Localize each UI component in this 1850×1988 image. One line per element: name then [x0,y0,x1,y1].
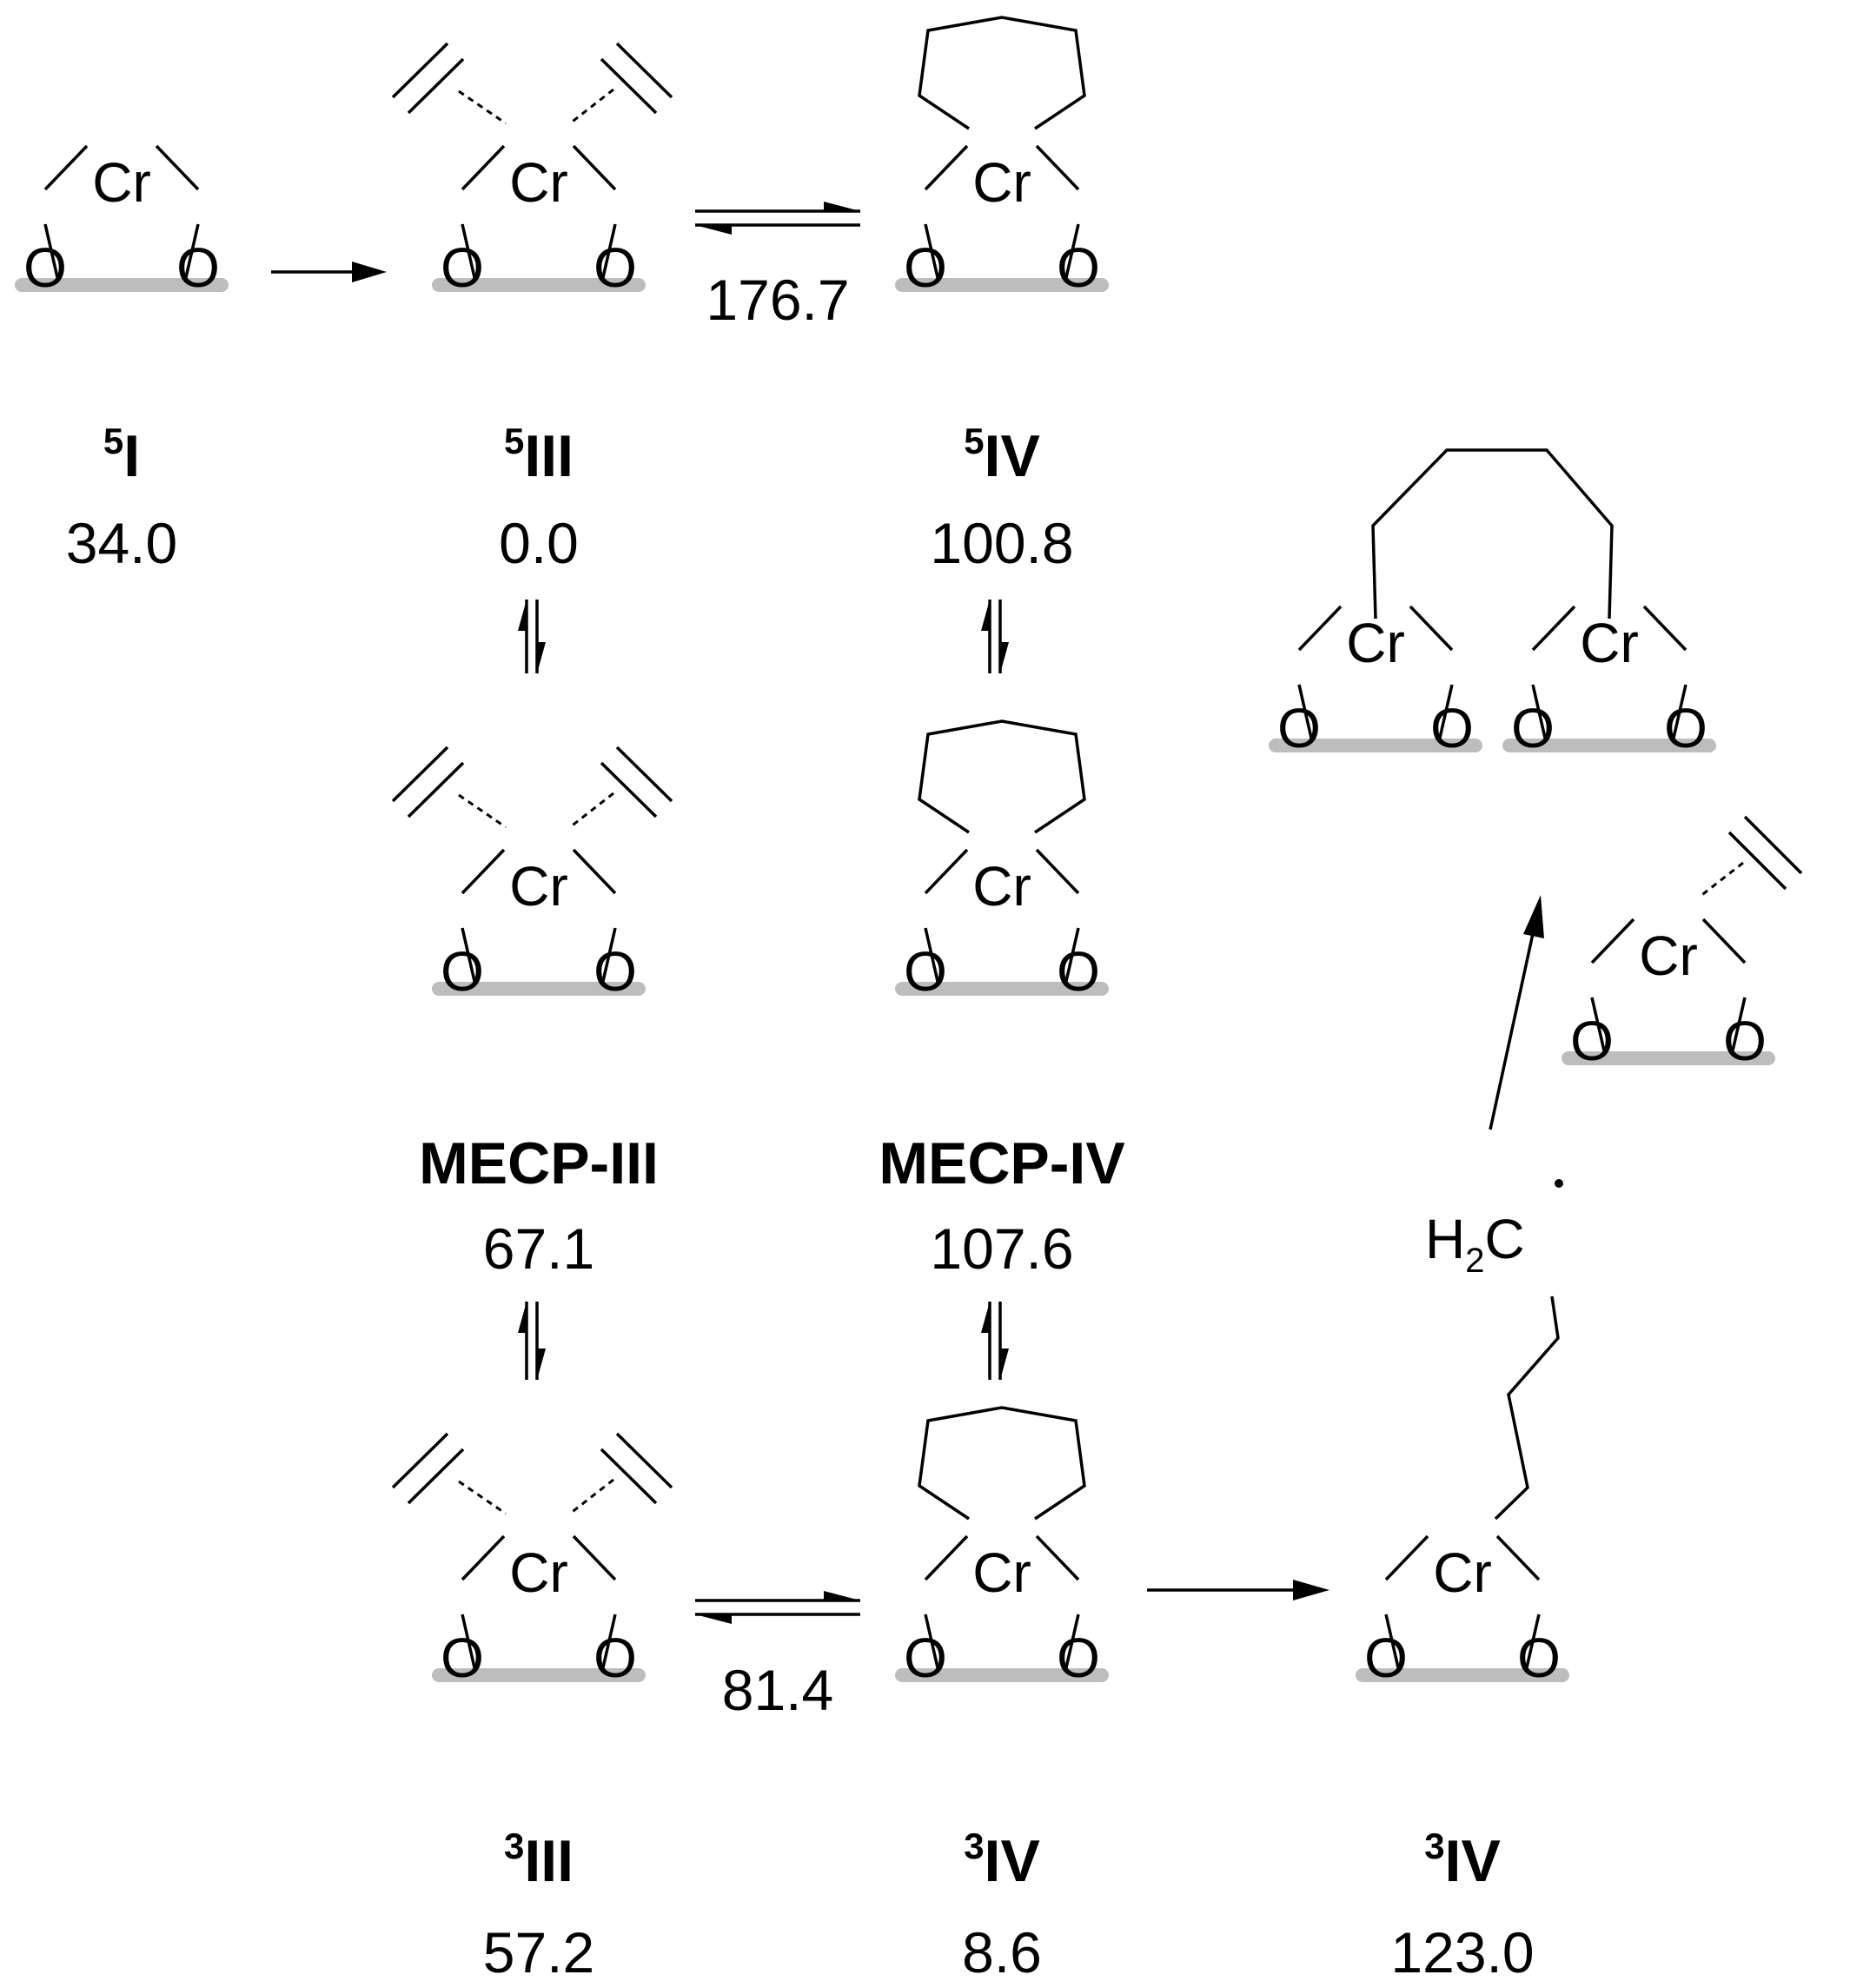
species-label-5III: 5III [504,421,574,489]
energy-MECP-III: 67.1 [483,1216,594,1281]
o-atom: O [904,236,947,299]
energy-3IV: 8.6 [962,1920,1042,1985]
cr-atom: Cr [92,151,151,214]
svg-text:H2C: H2C [1425,1208,1525,1280]
arrow-up [1489,895,1544,1130]
energy-5III: 0.0 [499,511,579,575]
cr-atom: Cr [1433,1541,1492,1604]
spin-crossing-arrow [518,1302,546,1380]
spin-crossing-arrow [981,1302,1009,1380]
energy-3III: 57.2 [483,1920,594,1985]
o-atom: O [441,1627,484,1689]
structure-dinuclear-product: Cr O O Cr O O [1276,448,1709,759]
structure-MECP-IV: Cr O O [902,719,1102,1003]
o-atom: O [1723,1010,1767,1072]
spin-crossing-arrow [981,600,1009,673]
cr-atom: Cr [509,151,568,214]
o-atom: O [1364,1627,1408,1689]
o-atom: O [1430,697,1474,759]
cr-atom: Cr [972,1541,1031,1604]
cr-atom: Cr [509,855,568,918]
o-atom: O [1057,1627,1100,1689]
arrow-forward [1147,1580,1329,1600]
structure-3IV: Cr O O [902,1406,1102,1689]
o-atom: O [176,236,220,299]
energy-3IV-open: 123.0 [1390,1920,1534,1985]
o-atom: O [1511,697,1555,759]
spin-crossing-arrow [518,600,546,673]
cr-atom: Cr [1580,612,1639,674]
structure-MECP-III: Cr O O [391,746,673,1003]
species-label-3III: 3III [504,1826,574,1894]
equilibrium-arrow [695,1591,860,1624]
o-atom: O [1570,1010,1614,1072]
o-atom: O [1057,236,1100,299]
structure-5IV: Cr O O [902,16,1102,299]
o-atom: O [593,1627,637,1689]
species-label-5I: 5I [103,421,140,489]
o-atom: O [1057,940,1100,1003]
species-label-3IV-open: 3IV [1424,1826,1501,1894]
o-atom: O [1517,1627,1561,1689]
equilibrium-arrow [695,202,860,235]
radical-dot [1555,1179,1563,1188]
methylene-radical: H2C [1425,1179,1563,1280]
energy-MECP-IV: 107.6 [930,1216,1073,1281]
o-atom: O [1277,697,1321,759]
energy-5I: 34.0 [66,511,177,575]
o-atom: O [1664,697,1707,759]
structure-3III: Cr O O [391,1432,673,1689]
o-atom: O [593,236,637,299]
energy-5IV: 100.8 [930,511,1073,575]
barrier-5III-5IV: 176.7 [706,268,849,332]
structure-3IV-open: Cr O O [1363,1296,1562,1689]
cr-atom: Cr [1346,612,1405,674]
species-label-MECP-IV: MECP-IV [879,1130,1124,1196]
o-atom: O [441,940,484,1003]
structure-cr-ethylene: Cr O O [1568,815,1803,1072]
o-atom: O [904,1627,947,1689]
species-label-5IV: 5IV [964,421,1040,489]
cr-atom: Cr [509,1541,568,1604]
cr-atom: Cr [1639,924,1698,987]
arrow-forward [271,262,387,282]
o-atom: O [593,940,637,1003]
species-label-3IV: 3IV [964,1826,1040,1894]
barrier-3III-3IV: 81.4 [722,1658,833,1722]
cr-atom: Cr [972,151,1031,214]
structure-5III: Cr O O [391,42,673,299]
o-atom: O [904,940,947,1003]
species-label-MECP-III: MECP-III [419,1130,659,1196]
o-atom: O [441,236,484,299]
cr-atom: Cr [972,855,1031,918]
o-atom: O [23,236,67,299]
structure-5I: Cr O O [22,146,222,299]
